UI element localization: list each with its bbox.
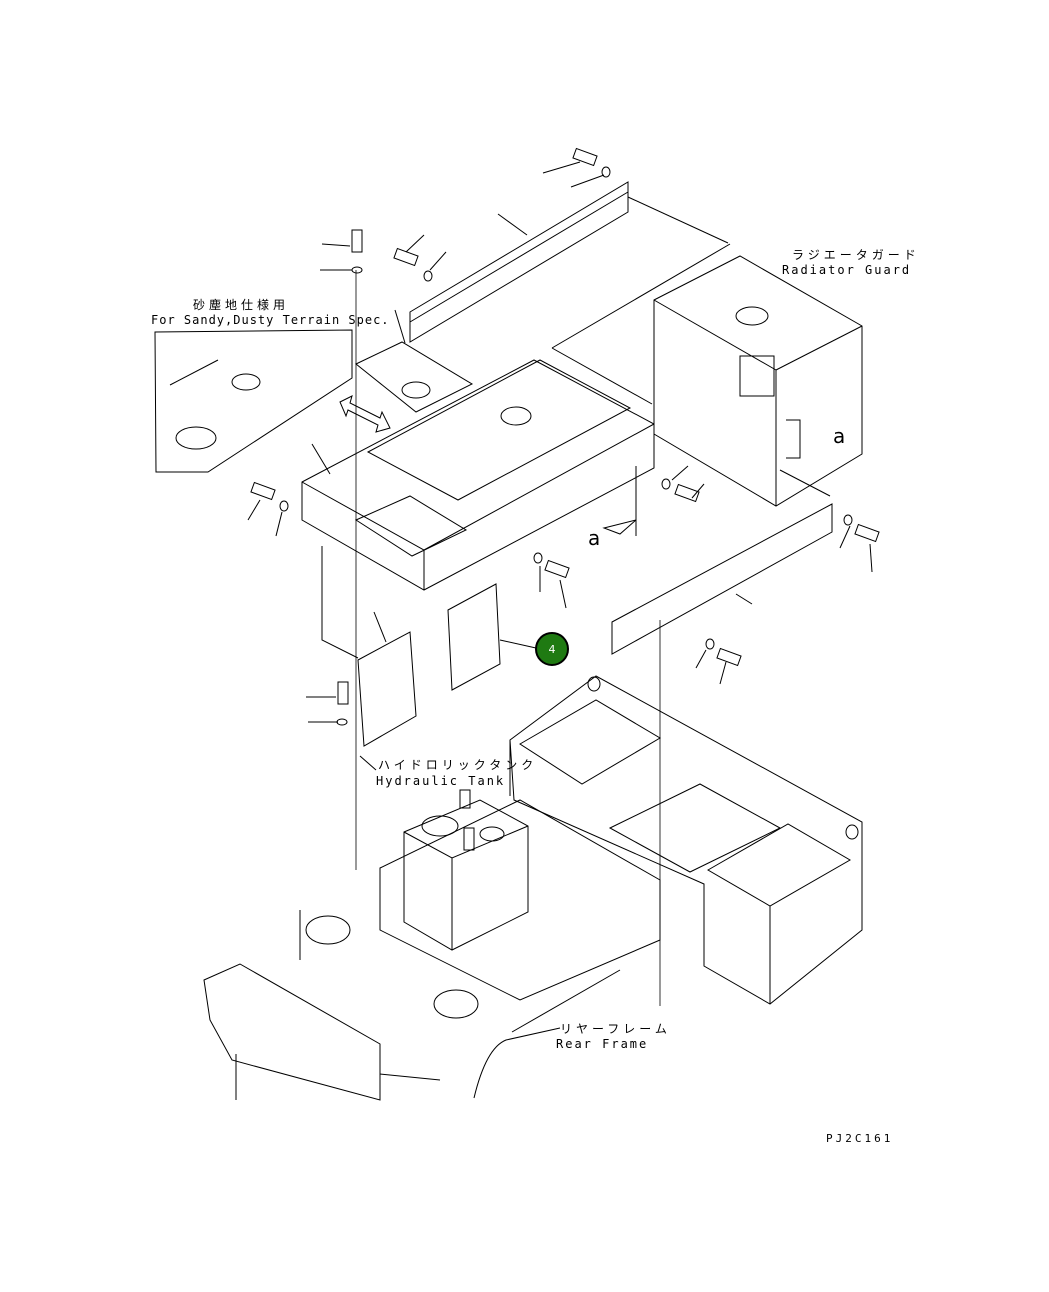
rear-frame-label-jp: リヤーフレーム <box>560 1022 671 1036</box>
drawing-number: PJ2C161 <box>826 1132 894 1145</box>
sandy-spec-label-en: For Sandy,Dusty Terrain Spec. <box>151 313 390 327</box>
sandy-spec-cover <box>154 329 353 473</box>
small-cover-plate <box>355 341 474 413</box>
view-marker-a-hood: a <box>588 526 601 550</box>
view-marker-a-radiator: a <box>833 424 846 448</box>
upper-hood-box <box>301 359 655 591</box>
swap-arrow <box>339 395 391 433</box>
sandy-spec-label-jp: 砂塵地仕様用 <box>193 298 290 312</box>
hydraulic-tank-label-jp: ハイドロリックタンク <box>378 758 538 772</box>
radiator-guard-box <box>551 243 863 507</box>
part-callout-4[interactable]: 4 <box>535 632 569 666</box>
right-side-plate <box>611 503 880 655</box>
rear-frame-label-en: Rear Frame <box>556 1037 649 1051</box>
radiator-guard-label-en: Radiator Guard <box>782 263 912 277</box>
label-leaders <box>359 755 621 1099</box>
lower-panels <box>321 466 637 747</box>
radiator-guard-label-jp: ラジエータガード <box>792 248 920 262</box>
hydraulic-tank <box>403 789 529 951</box>
hydraulic-tank-label-en: Hydraulic Tank <box>376 774 506 788</box>
top-bolt-group <box>320 147 611 282</box>
top-side-plate <box>394 181 729 344</box>
side-bolt-group <box>247 465 742 726</box>
rear-frame <box>203 675 863 1101</box>
guide-lines <box>355 270 661 1006</box>
